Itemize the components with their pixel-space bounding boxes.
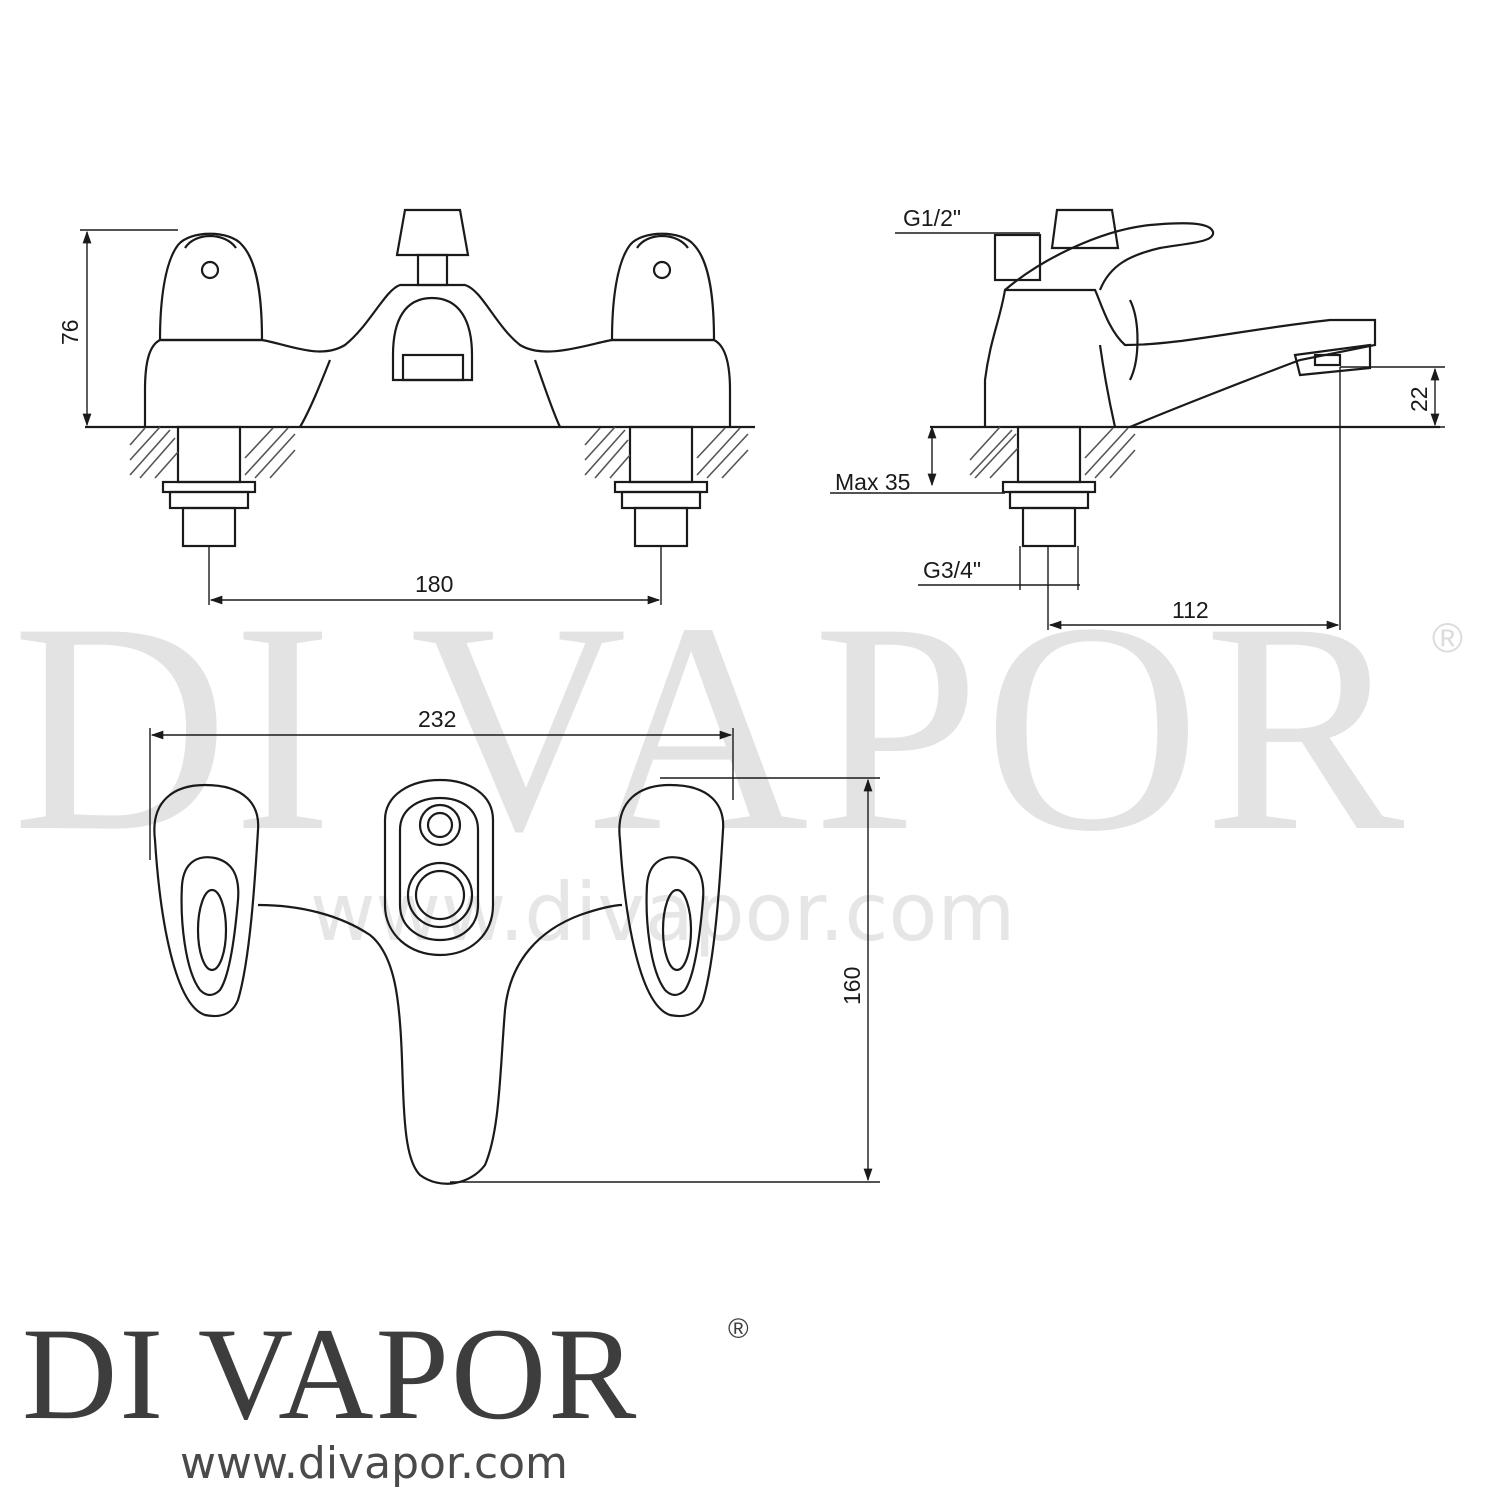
- dimension-g34-label: G3/4": [923, 557, 981, 583]
- brand-registered-mark: ®: [728, 1313, 749, 1344]
- left-valve-cap: [184, 235, 237, 249]
- right-tail-assembly: [584, 425, 749, 548]
- spout-face: [391, 296, 474, 382]
- diverter-knob: [395, 208, 470, 257]
- watermark: DI VAPOR ® www.divapor.com: [12, 561, 1463, 959]
- dimension-22-label: 22: [1406, 386, 1432, 412]
- side-body-edge: [1098, 344, 1117, 428]
- side-view: G1/2" Max 35 G3/4" 22 112: [830, 205, 1445, 630]
- dimension-g12-label: G1/2": [903, 205, 961, 231]
- left-valve-screw: [200, 260, 220, 280]
- plan-right-lever-hole: [661, 888, 693, 972]
- plan-view: 232 160: [149, 706, 880, 1185]
- dimension-max35-label: Max 35: [835, 469, 910, 495]
- side-spout-outlet: [1293, 343, 1372, 377]
- plan-left-lever-hole: [196, 888, 228, 972]
- watermark-url: www.divapor.com: [310, 866, 1015, 959]
- left-valve-head: [158, 232, 264, 342]
- body-contour-right: [533, 359, 561, 428]
- plan-left-lever-inner: [180, 856, 240, 996]
- side-lever: [1004, 222, 1215, 291]
- left-tail-assembly: [129, 425, 296, 548]
- dimension-160-label: 160: [839, 967, 865, 1005]
- plan-diverter-knob: [418, 803, 462, 847]
- plan-right-lever-inner: [645, 856, 705, 996]
- dimension-180-label: 180: [415, 571, 453, 597]
- brand-url: www.divapor.com: [180, 1438, 568, 1489]
- front-view: 76 180: [57, 208, 755, 605]
- watermark-brand: DI VAPOR: [12, 561, 1408, 893]
- plan-diverter-housing: [383, 778, 495, 957]
- side-body: [983, 288, 1377, 429]
- plan-right-lever: [618, 783, 725, 1018]
- dimension-232-label: 232: [418, 706, 456, 732]
- spout-outlet: [401, 353, 465, 382]
- plan-body-spout: [257, 903, 623, 1185]
- right-valve-head: [610, 232, 716, 342]
- dimension-76-label: 76: [57, 319, 83, 345]
- plan-left-lever: [153, 783, 260, 1018]
- side-body-contour: [1129, 299, 1139, 381]
- footer-brand: DI VAPOR ® www.divapor.com: [22, 1300, 749, 1489]
- plan-diverter-inner: [398, 796, 480, 942]
- side-tail-assembly: [969, 425, 1136, 548]
- watermark-registered-mark: ®: [1432, 614, 1463, 661]
- side-inlet: [993, 233, 1042, 282]
- right-valve-cap: [636, 235, 689, 249]
- brand-logo: DI VAPOR: [22, 1300, 638, 1447]
- side-diverter-knob: [1050, 208, 1120, 250]
- dimension-112-label: 112: [1172, 597, 1209, 623]
- body-contour-left: [299, 359, 332, 428]
- diverter-stem: [416, 253, 449, 287]
- right-valve-screw: [652, 260, 672, 280]
- plan-spout-outlet: [406, 861, 474, 929]
